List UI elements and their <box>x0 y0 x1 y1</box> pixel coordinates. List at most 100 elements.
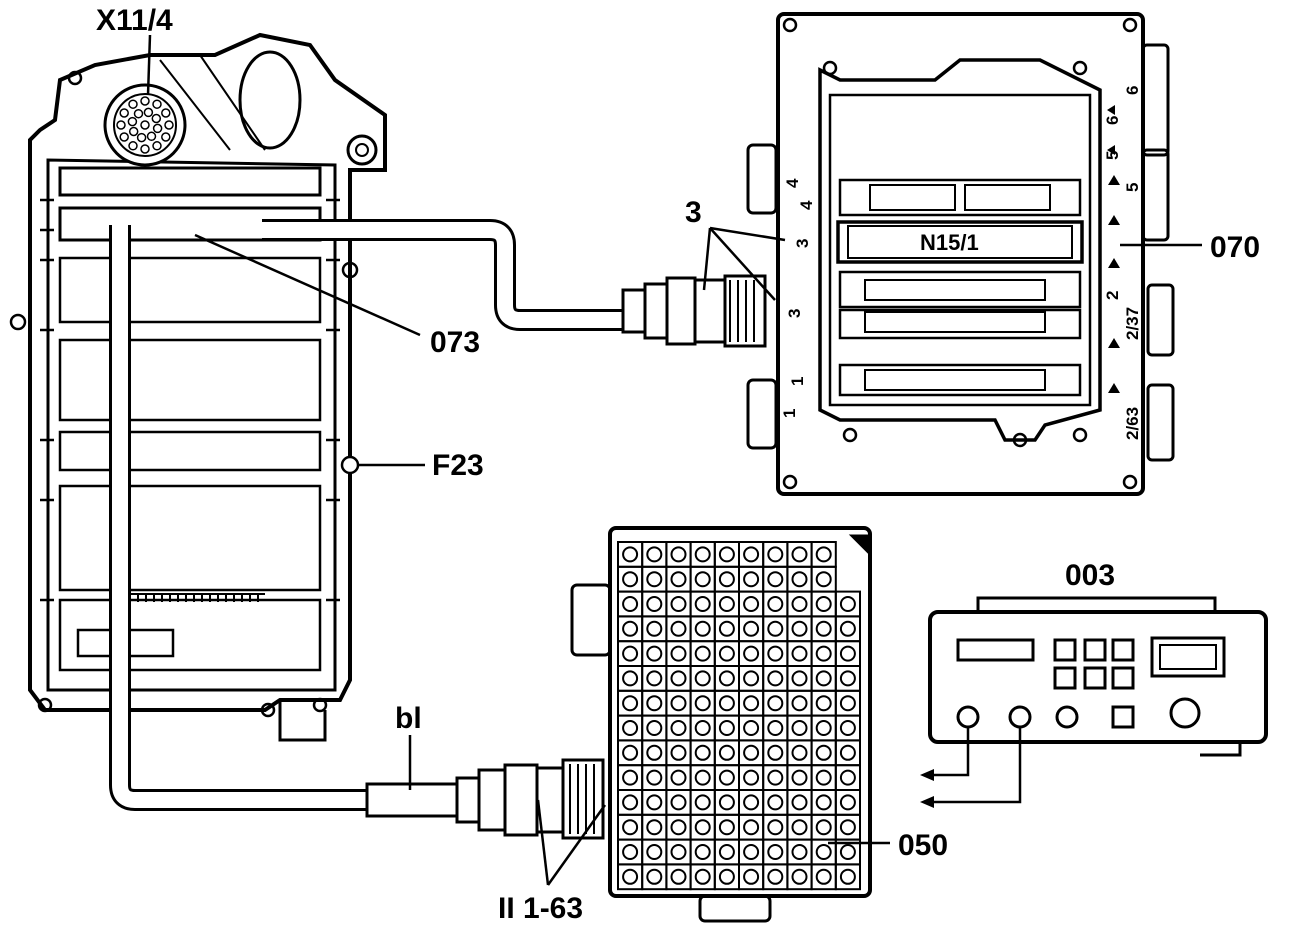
socket-cell <box>689 838 716 866</box>
socket-cell <box>665 665 692 692</box>
socket-cell <box>641 665 668 692</box>
socket-hole <box>622 844 639 860</box>
socket-cell <box>689 689 716 717</box>
socket-cell <box>665 838 692 866</box>
socket-hole <box>839 868 856 885</box>
plug-label-4-inner: 4 <box>797 200 816 210</box>
socket-cell <box>665 863 692 891</box>
socket-cell <box>738 714 765 742</box>
connector-pin <box>143 107 154 118</box>
socket-hole <box>718 695 735 712</box>
socket-hole <box>767 819 784 836</box>
connector-pin <box>128 141 138 151</box>
socket-hole <box>743 844 760 860</box>
socket-hole <box>646 819 663 836</box>
socket-cell <box>738 838 765 866</box>
socket-hole <box>839 819 856 836</box>
socket-hole <box>718 645 735 662</box>
socket-cell <box>786 640 813 668</box>
socket-cell <box>689 863 716 891</box>
socket-cell <box>713 863 740 891</box>
socket-hole <box>670 744 687 761</box>
socket-hole <box>791 596 808 612</box>
socket-cell <box>689 615 716 643</box>
socket-hole <box>815 819 832 836</box>
connector-pin <box>128 99 138 109</box>
socket-cell <box>665 764 692 792</box>
socket-cell <box>689 764 716 792</box>
socket-cell <box>689 565 716 593</box>
socket-hole <box>815 769 832 786</box>
socket-hole <box>743 868 760 885</box>
label-f23: F23 <box>432 449 484 482</box>
socket-hole <box>622 571 639 588</box>
socket-cell <box>810 813 837 841</box>
socket-cell <box>713 590 740 618</box>
socket-hole <box>646 744 663 761</box>
socket-cell <box>665 739 692 767</box>
socket-hole <box>694 844 711 860</box>
socket-hole <box>743 720 760 736</box>
socket-cell <box>786 541 813 568</box>
socket-hole <box>646 720 663 736</box>
socket-hole <box>670 794 687 811</box>
socket-hole <box>839 620 856 637</box>
socket-cell <box>762 541 789 568</box>
socket-cell <box>762 764 789 792</box>
socket-hole <box>815 720 832 736</box>
multimeter-003 <box>928 596 1268 804</box>
socket-cell <box>641 541 668 568</box>
socket-cell <box>665 615 692 643</box>
socket-hole <box>622 868 639 885</box>
socket-hole <box>694 695 711 712</box>
socket-cell <box>665 689 692 717</box>
socket-hole <box>767 620 784 637</box>
socket-cell <box>689 590 716 618</box>
connector-pin <box>119 132 129 142</box>
socket-cell <box>810 590 837 618</box>
socket-cell <box>713 665 740 692</box>
connector-pin <box>119 108 129 118</box>
socket-cell <box>786 838 813 866</box>
socket-cell <box>834 789 861 816</box>
socket-cell <box>738 863 765 891</box>
socket-cell <box>810 739 837 767</box>
socket-hole <box>791 546 808 563</box>
socket-hole <box>646 645 663 662</box>
plug-label-5: 5 <box>1123 183 1142 192</box>
socket-hole <box>767 744 784 761</box>
socket-hole <box>839 844 856 860</box>
socket-cell <box>665 565 692 593</box>
socket-cell <box>641 565 668 593</box>
socket-cell <box>834 764 861 792</box>
socket-hole <box>791 819 808 836</box>
socket-hole <box>718 546 735 563</box>
socket-hole <box>791 645 808 662</box>
leader-lines <box>146 34 1202 886</box>
socket-cell <box>689 541 716 568</box>
socket-cell <box>786 813 813 841</box>
socket-hole <box>718 769 735 786</box>
socket-hole <box>743 571 760 588</box>
socket-cell <box>617 565 644 593</box>
socket-hole <box>767 868 784 885</box>
socket-hole <box>694 819 711 836</box>
socket-cell <box>713 615 740 643</box>
socket-hole <box>694 794 711 811</box>
socket-hole <box>718 868 735 885</box>
socket-cell <box>641 714 668 742</box>
socket-hole <box>646 695 663 712</box>
socket-hole <box>646 868 663 885</box>
socket-cell <box>786 689 813 717</box>
plug-label-2-63: 2/63 <box>1123 407 1142 440</box>
socket-hole <box>670 844 687 860</box>
socket-cell <box>738 541 765 568</box>
socket-hole <box>646 794 663 811</box>
socket-hole <box>718 819 735 836</box>
socket-cell <box>665 789 692 816</box>
socket-hole <box>815 571 832 588</box>
connector-pin <box>164 120 174 130</box>
connector-pin <box>152 141 162 151</box>
socket-hole <box>791 571 808 588</box>
connector-pin <box>146 131 157 142</box>
